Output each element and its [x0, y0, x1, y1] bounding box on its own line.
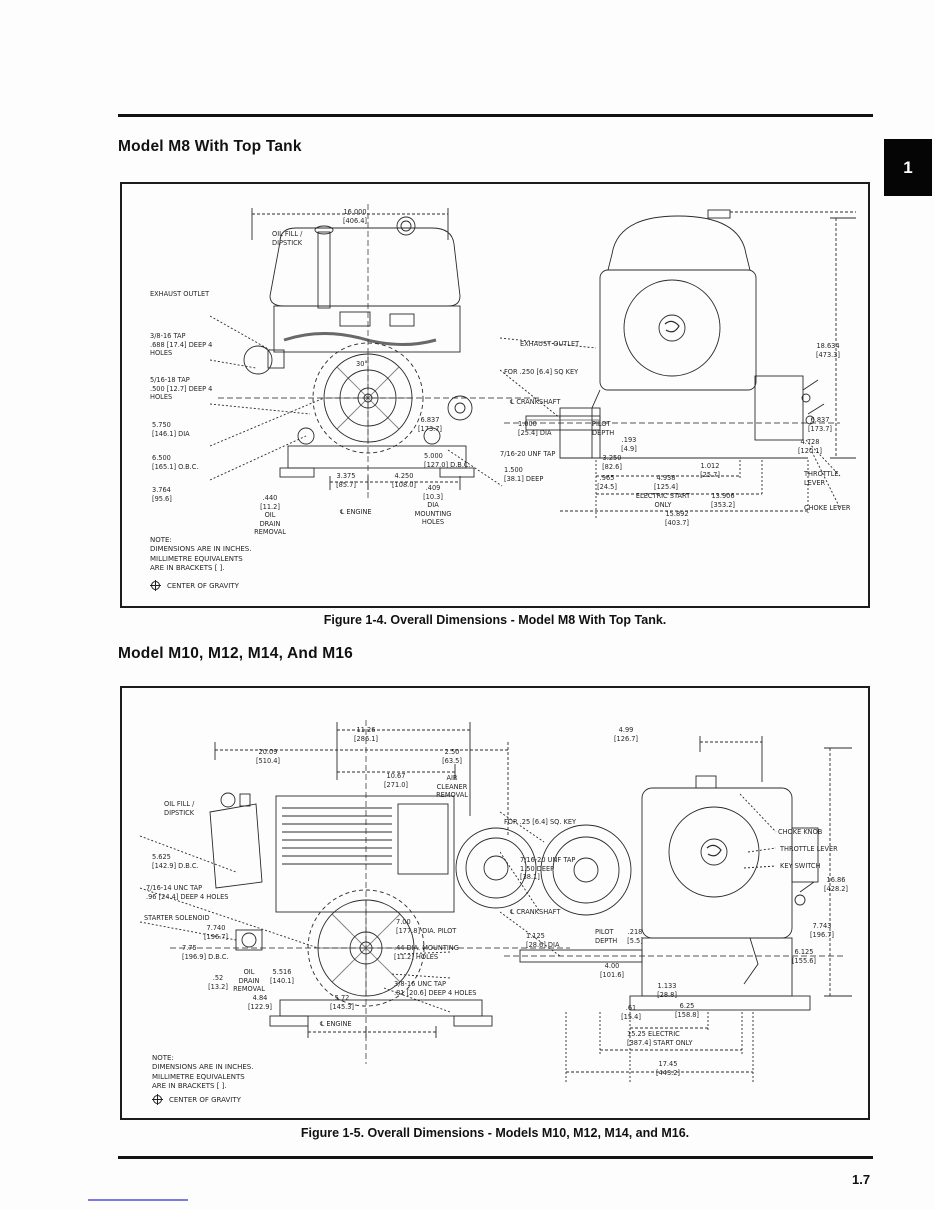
dim-label: 16.86 [428.2] — [823, 876, 849, 893]
dim-label: 18.634 [473.3] — [815, 342, 841, 359]
dim-label: 6.125 [155.6] — [791, 948, 817, 965]
dim-label: 7.75 [196.9] D.B.C. — [182, 944, 229, 961]
centerline-label: ℄ ENGINE — [340, 508, 372, 516]
dim-label: 6.837 [173.7] — [807, 416, 833, 433]
callout-label: 7/16-20 UNF TAP — [500, 450, 556, 458]
dim-label: 4.250 [108.0] — [391, 472, 417, 489]
dim-label: 3.250 [82.6] — [602, 454, 622, 471]
dim-label: 10.67 [271.0] — [383, 772, 409, 789]
callout-label: 7/16-20 UNF TAP 1.50 DEEP [38.1] — [520, 856, 576, 882]
dim-label: 1.000 [25.4] DIA — [518, 420, 552, 437]
dim-label: 6.25 [158.8] — [674, 1002, 700, 1019]
centerline-label: ℄ CRANKSHAFT — [510, 908, 561, 916]
cg-legend: CENTER OF GRAVITY — [152, 1094, 241, 1105]
dim-label: 15.892 [403.7] — [664, 510, 690, 527]
fig14-front-drawing — [210, 204, 540, 500]
dim-label: 7.743 [196.7] — [809, 922, 835, 939]
dim-label: 11.26 [286.1] — [353, 726, 379, 743]
dim-label: 1.133 [28.8] — [657, 982, 677, 999]
callout-label: FOR .250 [6.4] SQ KEY — [504, 368, 579, 376]
dim-label: 4.99 [126.7] — [613, 726, 639, 743]
dim-label: 20.09 [510.4] — [255, 748, 281, 765]
dim-label: 4.938 [125.4] — [653, 474, 679, 491]
cg-legend: CENTER OF GRAVITY — [150, 580, 239, 591]
callout-label: 3/8-16 UNC TAP .81 [20.6] DEEP 4 HOLES — [394, 980, 477, 997]
figure-1-5-box: 11.26 [286.1] 20.09 [510.4] 10.67 [271.0… — [120, 686, 870, 1120]
dim-label: .218 [5.5] — [627, 928, 643, 945]
dim-label: 1.012 [25.7] — [700, 462, 720, 479]
dim-label: .440 [11.2] OIL DRAIN REMOVAL — [254, 494, 286, 537]
dim-label: .965 [24.5] — [597, 474, 617, 491]
dim-label: .52 [13.2] — [208, 974, 228, 991]
bottom-rule — [118, 1156, 873, 1159]
callout-label: KEY SWITCH — [780, 862, 821, 870]
center-of-gravity-icon — [150, 580, 161, 591]
page-number: 1.7 — [852, 1172, 871, 1187]
callout-label: OIL DRAIN REMOVAL — [233, 968, 265, 994]
dim-label: 16.000 [406.4] — [342, 208, 368, 225]
callout-label: OIL FILL / DIPSTICK — [164, 800, 195, 817]
cg-legend-label: CENTER OF GRAVITY — [169, 1095, 241, 1104]
callout-label: CHOKE LEVER — [804, 504, 851, 512]
fig14-side-drawing — [500, 209, 856, 518]
callout-label: 7/16-14 UNC TAP .96 [24.4] DEEP 4 HOLES — [146, 884, 229, 901]
dimension-note: NOTE: DIMENSIONS ARE IN INCHES. MILLIMET… — [152, 1054, 254, 1091]
figure-1-4-box: 16.000 [406.4] OIL FILL / DIPSTICK EXHAU… — [120, 182, 870, 608]
figure-1-5-caption: Figure 1-5. Overall Dimensions - Models … — [300, 1126, 690, 1140]
dim-label: 1.125 [28.6] DIA — [526, 932, 560, 949]
dim-label: .61 [15.4] — [621, 1004, 641, 1021]
fig15-side-drawing — [500, 736, 852, 1082]
figure-1-4-caption: Figure 1-4. Overall Dimensions - Model M… — [323, 613, 667, 627]
dim-label: 1.500 [38.1] DEEP — [504, 466, 544, 483]
dim-label: 4.728 [120.1] — [797, 438, 823, 455]
callout-label: STARTER SOLENOID — [144, 914, 210, 922]
callout-label: 5/16-18 TAP .500 [12.7] DEEP 4 HOLES — [150, 376, 213, 402]
callout-label: OIL FILL / DIPSTICK — [272, 230, 303, 247]
dim-label: 3.375 [85.7] — [336, 472, 356, 489]
dim-label: 4.00 [101.6] — [599, 962, 625, 979]
scan-artifact-line — [88, 1199, 188, 1201]
callout-label: THROTTLE LEVER — [780, 845, 838, 853]
centerline-label: ℄ ENGINE — [320, 1020, 352, 1028]
dim-label: 5.625 [142.9] D.B.C. — [152, 853, 199, 870]
dim-label: 7.00 [177.8] DIA. PILOT — [396, 918, 457, 935]
dim-label: 2.50 [63.5] — [442, 748, 462, 765]
fig15-front-drawing — [140, 720, 570, 1064]
section1-heading: Model M8 With Top Tank — [118, 138, 302, 155]
dim-label: 4.84 [122.9] — [247, 994, 273, 1011]
dim-label: 13.906 [353.2] — [710, 492, 736, 509]
dimension-note: NOTE: DIMENSIONS ARE IN INCHES. MILLIMET… — [150, 536, 252, 573]
callout-label: AIR CLEANER REMOVAL — [436, 774, 468, 800]
dim-label: 6.837 [173.7] — [417, 416, 443, 433]
callout-label: ELECTRIC START ONLY — [635, 492, 691, 509]
dim-label: 7.740 [196.7] — [203, 924, 229, 941]
dim-label: 17.45 [443.2] — [655, 1060, 681, 1077]
section2-heading: Model M10, M12, M14, And M16 — [118, 645, 353, 662]
centerline-label: ℄ CRANKSHAFT — [510, 398, 561, 406]
dim-label: 5.72 [145.3] — [329, 994, 355, 1011]
cg-legend-label: CENTER OF GRAVITY — [167, 581, 239, 590]
callout-label: CHOKE KNOB — [778, 828, 823, 836]
callout-label: EXHAUST OUTLET — [520, 340, 580, 348]
chapter-tab: 1 — [884, 139, 932, 196]
callout-label: FOR .25 [6.4] SQ. KEY — [504, 818, 577, 826]
dim-label: 3.764 [95.6] — [152, 486, 172, 503]
angle-label: 30° — [356, 360, 368, 368]
dim-label: 5.516 [140.1] — [269, 968, 295, 985]
callout-label: 3/8-16 TAP .688 [17.4] DEEP 4 HOLES — [150, 332, 213, 358]
callout-label: THROTTLE LEVER — [804, 470, 839, 487]
callout-label: 15.25 ELECTRIC [387.4] START ONLY — [627, 1030, 693, 1047]
dim-label: .409 [10.3] DIA MOUNTING HOLES — [414, 484, 452, 527]
dim-label: 6.500 [165.1] O.B.C. — [152, 454, 199, 471]
top-rule — [118, 114, 873, 117]
center-of-gravity-icon — [152, 1094, 163, 1105]
dim-label: PILOT DEPTH — [592, 420, 615, 437]
dim-label: .193 [4.9] — [621, 436, 637, 453]
dim-label: PILOT DEPTH — [595, 928, 618, 945]
dim-label: .44 DIA. MOUNTING [11.2] HOLES — [394, 944, 459, 961]
dim-label: 5.750 [146.1] DIA — [152, 421, 190, 438]
callout-label: EXHAUST OUTLET — [150, 290, 210, 298]
dim-label: 5.000 [127.0] D.B.C. — [424, 452, 471, 469]
